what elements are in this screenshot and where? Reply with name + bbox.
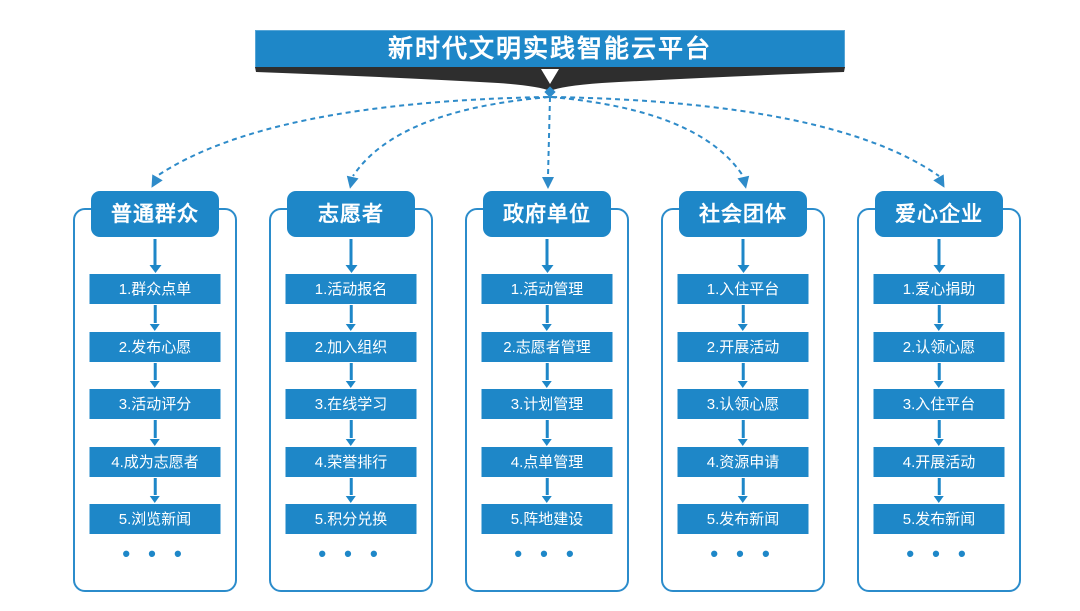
- down-arrow-icon: [545, 363, 549, 380]
- step-box: 5.阵地建设: [481, 504, 613, 534]
- ellipsis-dots: • • •: [906, 541, 972, 566]
- column-header: 社会团体: [679, 191, 807, 237]
- ellipsis-dots: • • •: [514, 541, 580, 566]
- column-header: 普通群众: [91, 191, 219, 237]
- column-header: 志愿者: [287, 191, 415, 237]
- down-arrow-icon: [153, 239, 157, 265]
- down-arrow-icon: [937, 239, 941, 265]
- step-box: 1.入住平台: [677, 274, 809, 304]
- down-arrow-icon: [741, 363, 745, 380]
- down-arrow-icon: [937, 363, 941, 380]
- down-arrow-icon: [741, 478, 745, 495]
- step-box: 4.成为志愿者: [89, 447, 221, 477]
- down-arrow-icon: [349, 363, 353, 380]
- step-box: 5.发布新闻: [873, 504, 1005, 534]
- step-box: 2.发布心愿: [89, 332, 221, 362]
- down-arrow-icon: [741, 239, 745, 265]
- platform-title-banner: 新时代文明实践智能云平台: [255, 30, 845, 68]
- role-column-4: 社会团体 1.入住平台 2.开展活动 3.认领心愿 4.资源申请 5.发布新闻 • • •: [661, 0, 825, 611]
- step-box: 3.认领心愿: [677, 389, 809, 419]
- role-column-2: 志愿者 1.活动报名 2.加入组织 3.在线学习 4.荣誉排行 5.积分兑换 • • •: [269, 0, 433, 611]
- down-arrow-icon: [545, 239, 549, 265]
- step-box: 2.开展活动: [677, 332, 809, 362]
- down-arrow-icon: [545, 420, 549, 438]
- down-arrow-icon: [153, 363, 157, 380]
- step-box: 5.积分兑换: [285, 504, 417, 534]
- step-box: 2.志愿者管理: [481, 332, 613, 362]
- step-box: 3.入住平台: [873, 389, 1005, 419]
- step-box: 1.爱心捐助: [873, 274, 1005, 304]
- ellipsis-dots: • • •: [710, 541, 776, 566]
- down-arrow-icon: [937, 305, 941, 323]
- step-box: 1.活动报名: [285, 274, 417, 304]
- step-box: 4.开展活动: [873, 447, 1005, 477]
- down-arrow-icon: [741, 420, 745, 438]
- step-box: 4.点单管理: [481, 447, 613, 477]
- step-box: 1.群众点单: [89, 274, 221, 304]
- down-arrow-icon: [349, 305, 353, 323]
- down-arrow-icon: [937, 420, 941, 438]
- down-arrow-icon: [937, 478, 941, 495]
- down-arrow-icon: [153, 420, 157, 438]
- ellipsis-dots: • • •: [122, 541, 188, 566]
- down-arrow-icon: [741, 305, 745, 323]
- step-box: 3.计划管理: [481, 389, 613, 419]
- column-header: 爱心企业: [875, 191, 1003, 237]
- step-box: 3.活动评分: [89, 389, 221, 419]
- step-box: 2.加入组织: [285, 332, 417, 362]
- step-box: 4.荣誉排行: [285, 447, 417, 477]
- step-box: 2.认领心愿: [873, 332, 1005, 362]
- role-column-1: 普通群众 1.群众点单 2.发布心愿 3.活动评分 4.成为志愿者 5.浏览新闻 • • •: [73, 0, 237, 611]
- down-arrow-icon: [153, 478, 157, 495]
- down-arrow-icon: [545, 478, 549, 495]
- down-arrow-icon: [349, 478, 353, 495]
- role-column-5: 爱心企业 1.爱心捐助 2.认领心愿 3.入住平台 4.开展活动 5.发布新闻 • • •: [857, 0, 1021, 611]
- step-box: 5.浏览新闻: [89, 504, 221, 534]
- role-column-3: 政府单位 1.活动管理 2.志愿者管理 3.计划管理 4.点单管理 5.阵地建设 • • •: [465, 0, 629, 611]
- step-box: 1.活动管理: [481, 274, 613, 304]
- down-arrow-icon: [349, 420, 353, 438]
- down-arrow-icon: [545, 305, 549, 323]
- down-arrow-icon: [349, 239, 353, 265]
- column-header: 政府单位: [483, 191, 611, 237]
- step-box: 4.资源申请: [677, 447, 809, 477]
- step-box: 5.发布新闻: [677, 504, 809, 534]
- step-box: 3.在线学习: [285, 389, 417, 419]
- ellipsis-dots: • • •: [318, 541, 384, 566]
- down-arrow-icon: [153, 305, 157, 323]
